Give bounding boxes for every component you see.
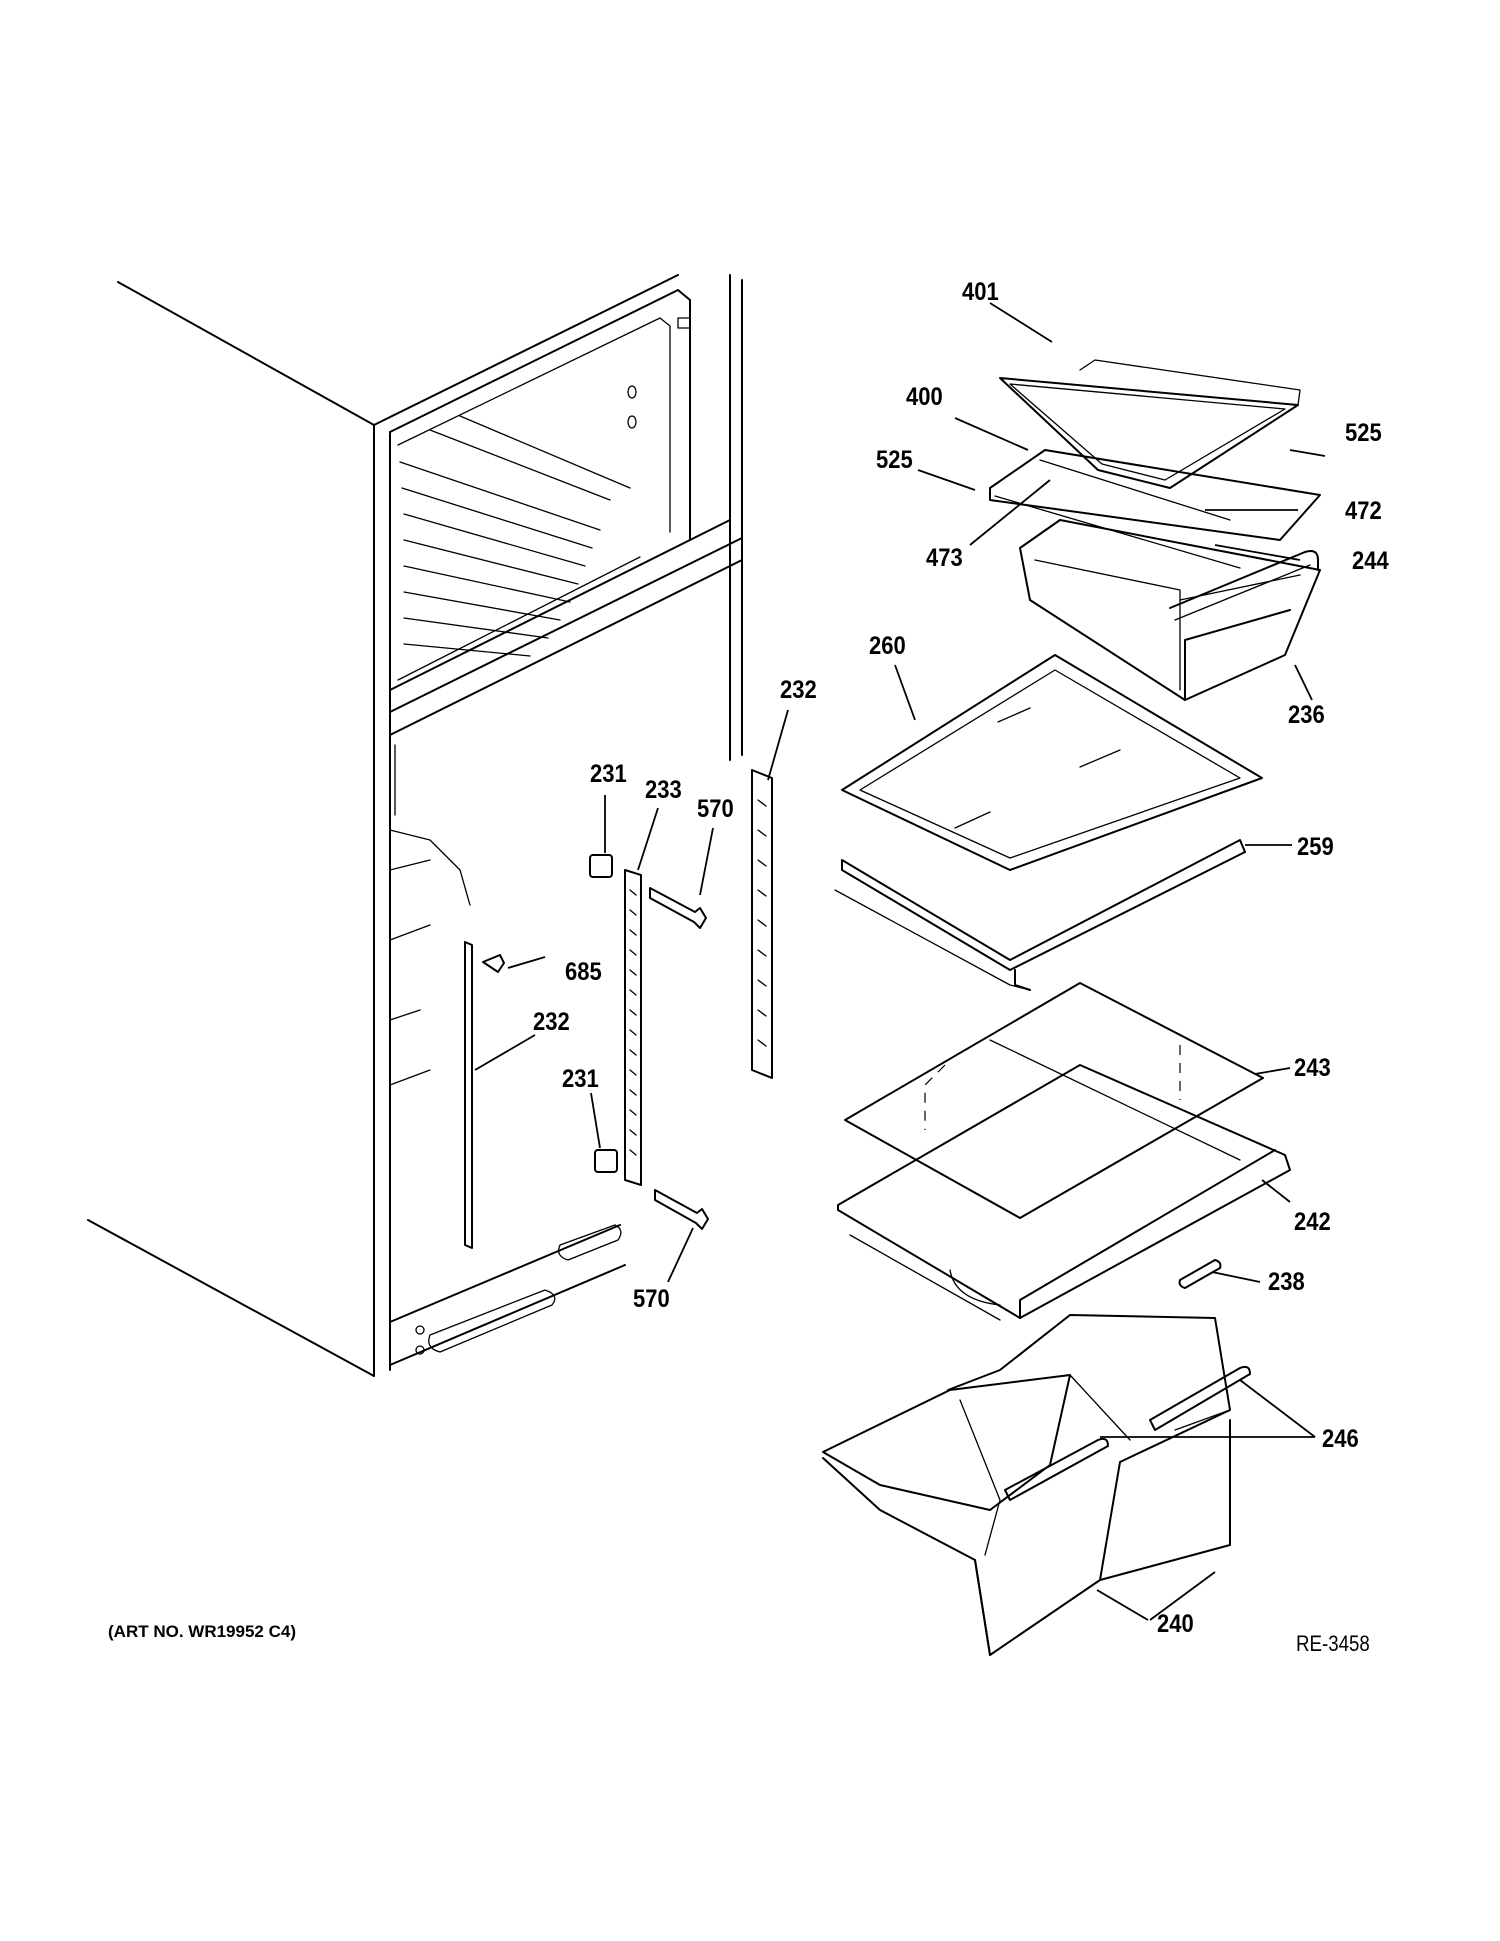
drawer-frame-400 xyxy=(989,449,1321,569)
screw-570-bottom xyxy=(654,1189,709,1230)
callout-570-bottom: 570 xyxy=(633,1285,670,1313)
callout-242: 242 xyxy=(1294,1208,1331,1236)
refrigerator-cabinet xyxy=(87,274,743,1377)
pin-238 xyxy=(1178,1259,1222,1289)
callout-401: 401 xyxy=(962,278,999,306)
drawing-reference-label: RE-3458 xyxy=(1296,1631,1370,1656)
screw-685 xyxy=(482,954,505,973)
callout-232-right: 232 xyxy=(780,676,817,704)
callout-400: 400 xyxy=(906,383,943,411)
clip-231-top xyxy=(589,854,613,878)
callout-240: 240 xyxy=(1157,1610,1194,1638)
callout-232-left: 232 xyxy=(533,1008,570,1036)
callout-570-top: 570 xyxy=(697,795,734,823)
callout-238: 238 xyxy=(1268,1268,1305,1296)
callout-244: 244 xyxy=(1352,547,1389,575)
callout-231-top: 231 xyxy=(590,760,627,788)
snack-pan-236 xyxy=(1019,519,1321,701)
callout-233: 233 xyxy=(645,776,682,804)
callout-231-bottom: 231 xyxy=(562,1065,599,1093)
shelf-rail-232-left xyxy=(464,941,473,1249)
shelf-rail-233 xyxy=(624,869,642,1186)
callout-525-right: 525 xyxy=(1345,419,1382,447)
clip-231-bottom xyxy=(594,1149,618,1173)
callout-525-left: 525 xyxy=(876,446,913,474)
crisper-cover-glass-243 xyxy=(844,982,1264,1219)
shelf-rails xyxy=(464,769,773,1249)
top-shelf-401 xyxy=(999,359,1301,489)
callout-685: 685 xyxy=(565,958,602,986)
crisper-cover-frame-242 xyxy=(837,1039,1291,1321)
callout-260: 260 xyxy=(869,632,906,660)
glass-shelf-260 xyxy=(841,654,1263,871)
callout-473: 473 xyxy=(926,544,963,572)
shelf-rail-232-right xyxy=(751,769,773,1079)
crisper-drawers-240 xyxy=(822,1314,1251,1656)
art-number-label: (ART NO. WR19952 C4) xyxy=(108,1622,296,1641)
leader-lines xyxy=(474,302,1326,1621)
callout-472: 472 xyxy=(1345,497,1382,525)
callout-259: 259 xyxy=(1297,833,1334,861)
screw-570-top xyxy=(649,887,707,929)
shelf-support-259 xyxy=(834,839,1246,991)
callout-236: 236 xyxy=(1288,701,1325,729)
rail-clips-and-screws xyxy=(482,854,709,1230)
callout-246: 246 xyxy=(1322,1425,1359,1453)
callout-243: 243 xyxy=(1294,1054,1331,1082)
